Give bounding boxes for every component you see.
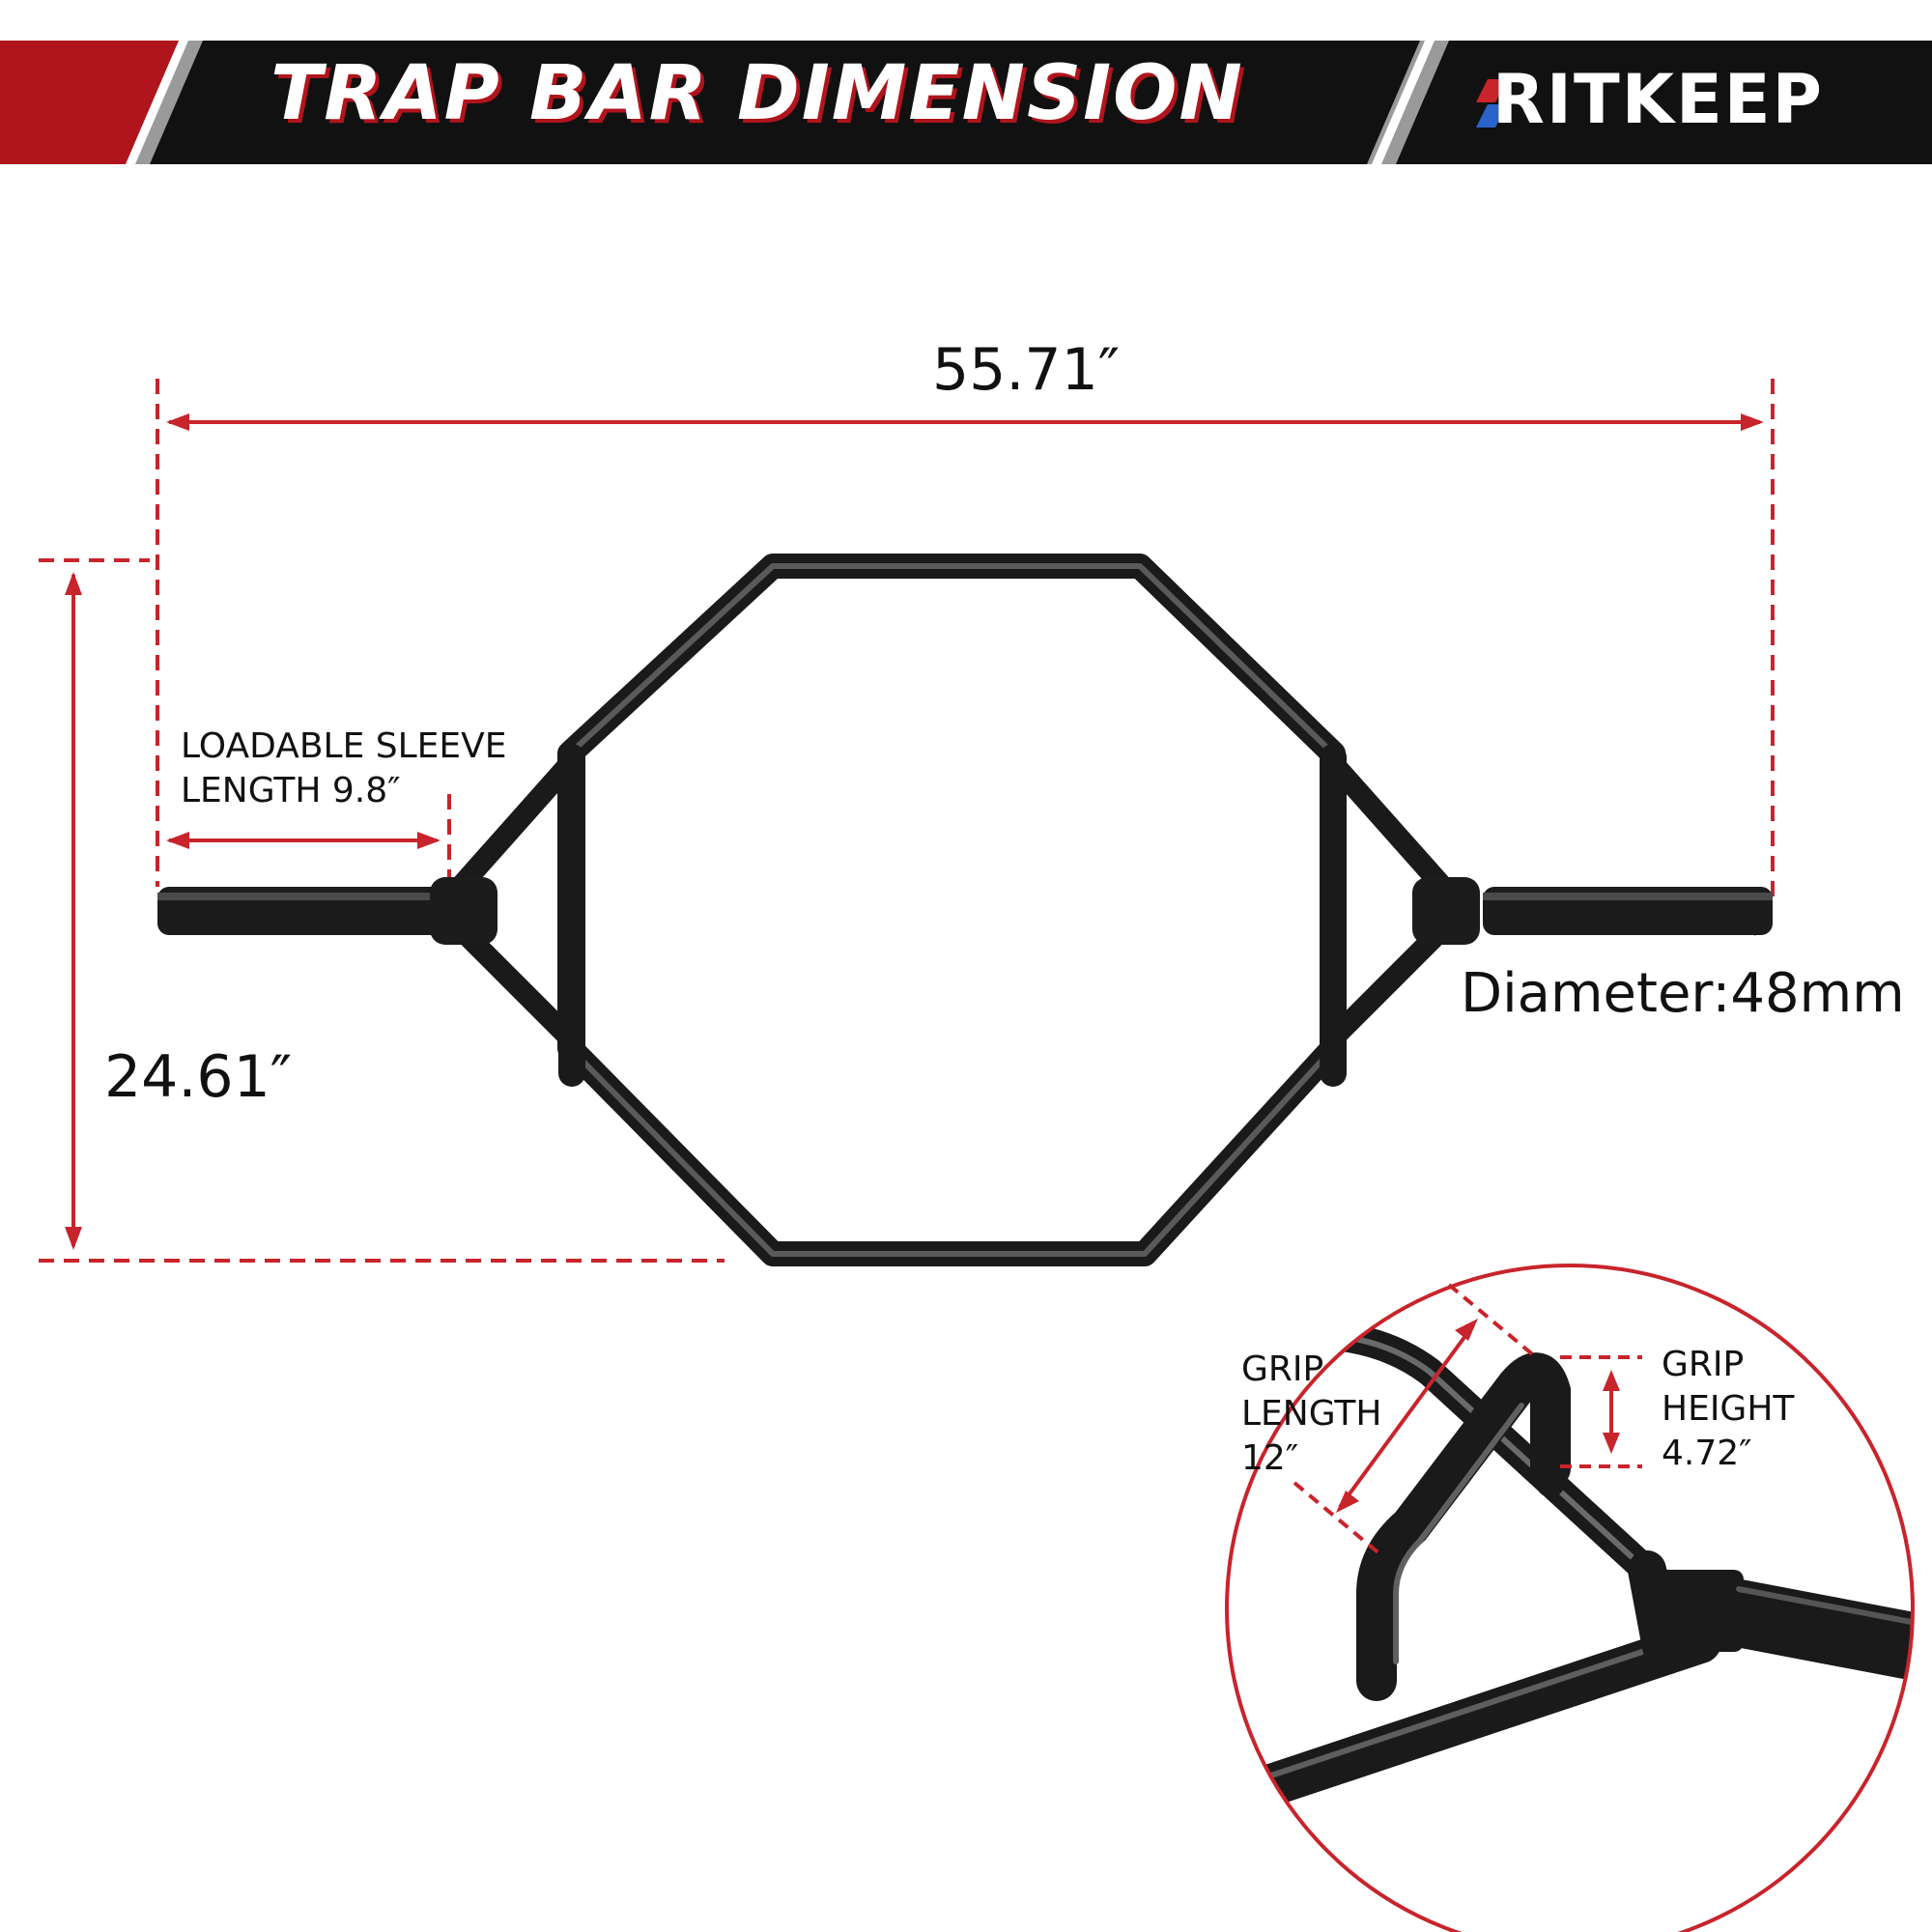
grip-length-arrow-top-icon bbox=[1455, 1319, 1478, 1341]
sleeve-arrow-right-icon bbox=[417, 832, 440, 849]
right-handle bbox=[1320, 744, 1347, 1087]
overall-width-arrow-top-icon bbox=[65, 572, 82, 595]
overall-length-arrow-right-icon bbox=[1741, 413, 1764, 431]
brand-logo-stripes-icon bbox=[1476, 79, 1507, 128]
overall-length-arrow-left-icon bbox=[166, 413, 189, 431]
grip-length-arrow-bottom-icon bbox=[1336, 1491, 1359, 1513]
detail-circle-border bbox=[1225, 1264, 1915, 1932]
page-title: TRAP BAR DIMENSION bbox=[270, 50, 1244, 137]
overall-width-label: 24.61″ bbox=[104, 1043, 293, 1111]
left-handle bbox=[558, 744, 585, 1087]
left-sleeve-collar bbox=[430, 877, 497, 945]
sleeve-label-line2: LENGTH 9.8″ bbox=[181, 771, 401, 810]
grip-length-label: GRIP LENGTH 12″ bbox=[1241, 1350, 1382, 1478]
right-brace-top bbox=[1322, 753, 1460, 904]
diameter-label: Diameter:48mm bbox=[1461, 962, 1905, 1025]
grip-length-line bbox=[1338, 1323, 1475, 1509]
header-banner: TRAP BAR DIMENSION RITKEEP bbox=[0, 0, 1932, 193]
sleeve-label-line1: LOADABLE SLEEVE bbox=[181, 726, 507, 766]
overall-length-label: 55.71″ bbox=[932, 336, 1121, 404]
grip-height-arrow-bottom-icon bbox=[1603, 1433, 1620, 1454]
grip-height-label: GRIP HEIGHT 4.72″ bbox=[1662, 1345, 1795, 1473]
sleeve-length-label: LOADABLE SLEEVE LENGTH 9.8″ bbox=[181, 724, 507, 813]
hex-frame bbox=[557, 554, 1346, 1266]
left-brace-top bbox=[443, 753, 581, 904]
trap-bar bbox=[157, 554, 1773, 1266]
sleeve-arrow-left-icon bbox=[166, 832, 189, 849]
dimension-lines bbox=[39, 379, 1775, 1263]
grip-detail-dimension-lines bbox=[1293, 1283, 1642, 1557]
banner-background bbox=[0, 41, 1932, 164]
overall-width-arrow-bottom-icon bbox=[65, 1227, 82, 1250]
right-sleeve-collar bbox=[1412, 877, 1480, 945]
grip-height-arrow-top-icon bbox=[1603, 1370, 1620, 1391]
brand-logo: RITKEEP bbox=[1492, 60, 1824, 139]
